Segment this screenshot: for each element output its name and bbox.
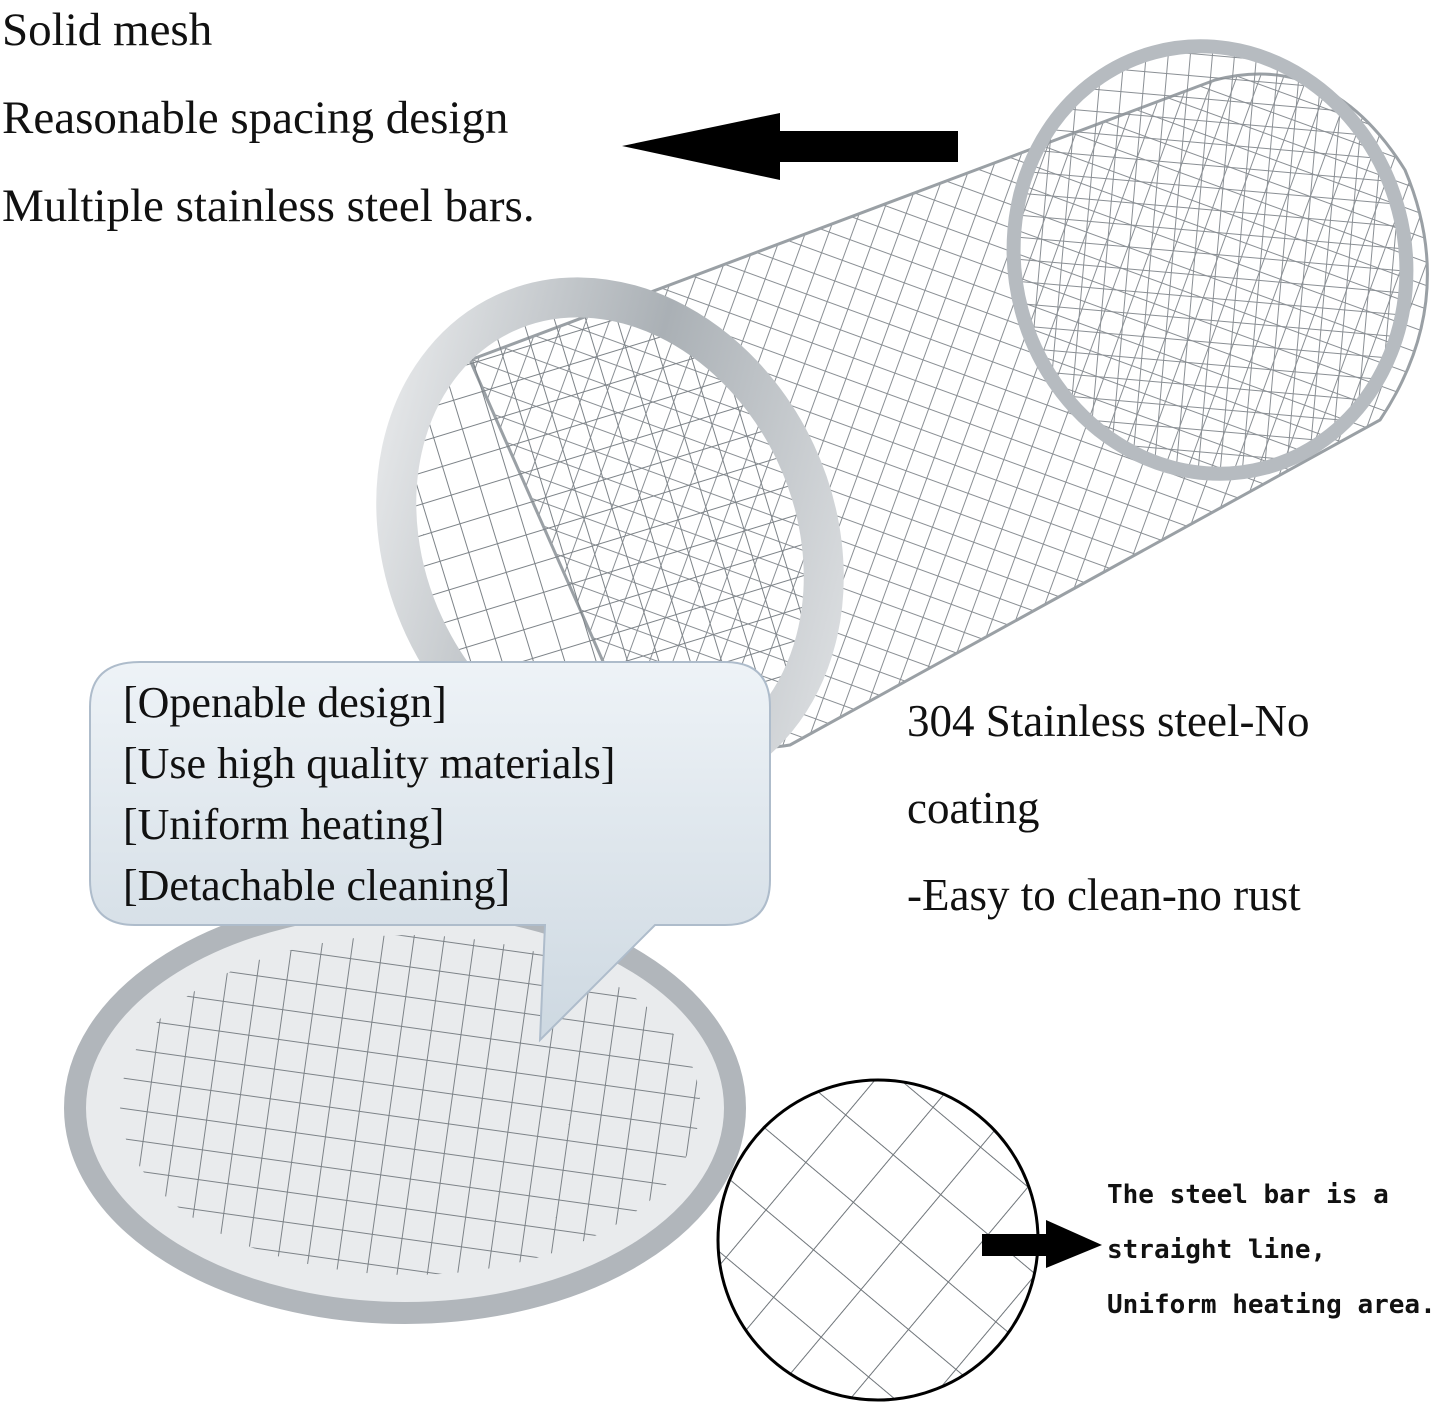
bubble-item-cleaning: [Detachable cleaning] [123, 861, 511, 910]
bubble-feature-list: [Openable design] [Use high quality mate… [123, 672, 615, 916]
speech-bubble [89, 661, 771, 1043]
material-line-2: coating [907, 783, 1040, 833]
feature-steel-bars: Multiple stainless steel bars. [2, 180, 535, 232]
material-feature-list: 304 Stainless steel-No coating -Easy to … [907, 678, 1309, 939]
bubble-item-heating: [Uniform heating] [123, 800, 445, 849]
top-feature-list: Solid mesh Reasonable spacing design Mul… [2, 0, 535, 250]
material-line-1: 304 Stainless steel-No [907, 696, 1310, 746]
steel-bar-note: The steel bar is a straight line, Unifor… [1107, 1168, 1436, 1333]
bubble-item-openable: [Openable design] [123, 678, 447, 727]
steel-note-line-3: Uniform heating area. [1107, 1290, 1436, 1320]
feature-solid-mesh: Solid mesh [2, 4, 213, 56]
arrow-right-icon [982, 1220, 1102, 1268]
arrow-left-icon [622, 113, 958, 180]
mesh-lid [64, 892, 746, 1324]
feature-spacing-design: Reasonable spacing design [2, 92, 509, 144]
steel-note-line-1: The steel bar is a [1107, 1180, 1389, 1210]
material-line-3: -Easy to clean-no rust [907, 870, 1301, 920]
bubble-item-materials: [Use high quality materials] [123, 739, 616, 788]
steel-note-line-2: straight line, [1107, 1235, 1327, 1265]
